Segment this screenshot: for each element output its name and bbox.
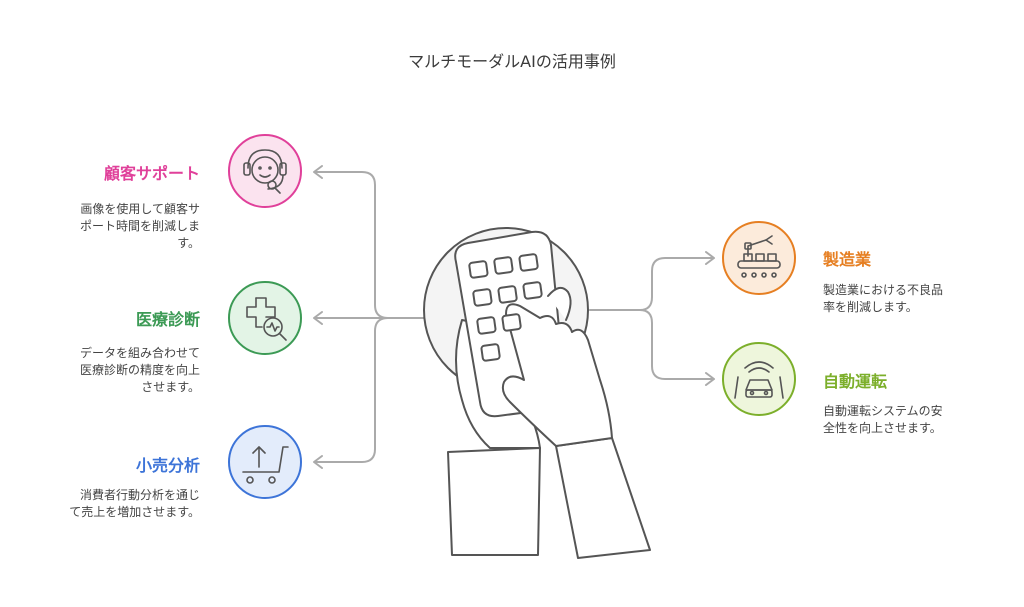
robot-arm-icon	[722, 221, 796, 295]
connector-manufacturing	[589, 257, 713, 311]
label-customer-support: 顧客サポート	[103, 164, 200, 183]
headset-support-icon	[228, 134, 302, 208]
desc-retail-analysis: 消費者行動分析を通じ て売上を増加させます。	[69, 488, 200, 519]
hands-phone-illustration	[423, 227, 651, 559]
desc-manufacturing: 製造業における不良品 率を削減します。	[823, 283, 944, 314]
medical-cross-icon	[228, 281, 302, 355]
label-medical-diagnosis: 医療診断	[135, 310, 200, 329]
connector-driving	[589, 309, 713, 380]
shopping-cart-icon	[228, 425, 302, 499]
car-icon	[722, 342, 796, 416]
label-retail-analysis: 小売分析	[135, 456, 200, 475]
label-manufacturing: 製造業	[823, 250, 872, 269]
desc-medical-diagnosis: データを組み合わせて 医療診断の精度を向上 させます。	[79, 346, 200, 394]
connector-support	[315, 171, 431, 319]
label-autonomous-driving: 自動運転	[823, 372, 888, 391]
connector-retail	[315, 317, 431, 463]
desc-autonomous-driving: 自動運転システムの安 全性を向上させます。	[823, 404, 943, 435]
diagram-title: マルチモーダルAIの活用事例	[408, 52, 616, 71]
desc-customer-support: 画像を使用して顧客サ ポート時間を削減しま す。	[79, 202, 200, 250]
